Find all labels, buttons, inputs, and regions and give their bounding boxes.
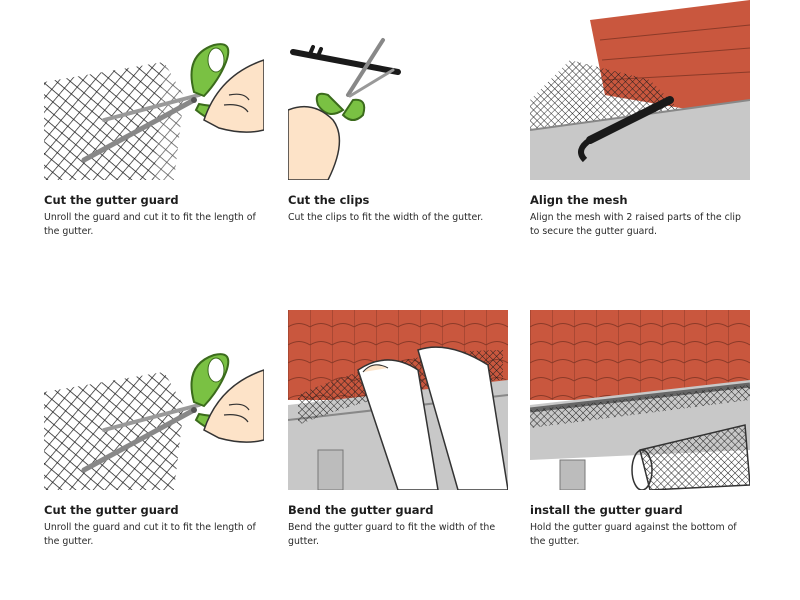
hands-bending-guard-icon <box>288 310 508 490</box>
step-description: Align the mesh with 2 raised parts of th… <box>530 212 741 237</box>
step-title: Bend the gutter guard <box>288 503 434 517</box>
installed-gutter-guard-icon <box>530 310 750 490</box>
step-description: Hold the gutter guard against the bottom… <box>530 522 737 547</box>
step-description: Cut the clips to fit the width of the gu… <box>288 212 484 223</box>
step-title: Cut the gutter guard <box>44 193 179 207</box>
step-description: Unroll the guard and cut it to fit the l… <box>44 522 256 547</box>
scissors-cutting-mesh-icon <box>44 310 264 490</box>
step-title: install the gutter guard <box>530 503 683 517</box>
step-title: Cut the clips <box>288 193 370 207</box>
step-title: Align the mesh <box>530 193 628 207</box>
mesh-on-clip-icon <box>530 0 750 180</box>
scissors-cutting-mesh-icon <box>44 0 264 180</box>
step-description: Bend the gutter guard to fit the width o… <box>288 522 496 547</box>
scissors-cutting-clip-icon <box>288 0 508 180</box>
step-description: Unroll the guard and cut it to fit the l… <box>44 212 256 237</box>
step-title: Cut the gutter guard <box>44 503 179 517</box>
